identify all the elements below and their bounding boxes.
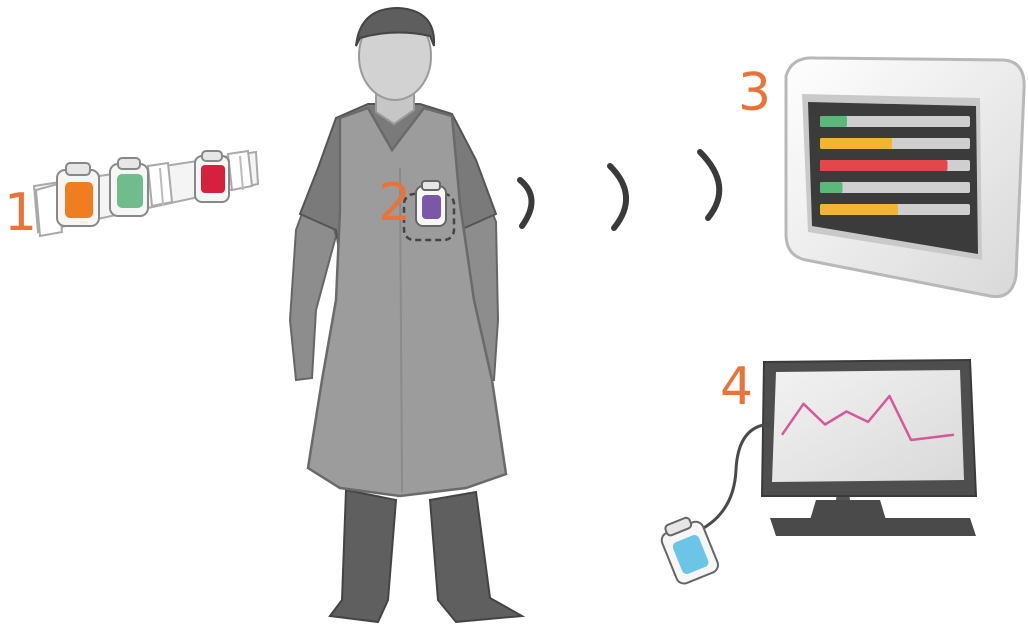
step-4-number: 4 [720,357,753,417]
step-2-number: 2 [378,173,411,233]
dosimeter-purple-icon [416,181,446,226]
step-1-number: 1 [4,183,37,243]
person-in-lead-apron-icon [290,8,522,622]
step-3-number: 3 [738,63,771,123]
step-2-group: 2 [290,8,522,622]
dosimeter-orange-icon [57,163,99,226]
tablet-bar-fill-yellow [820,204,898,215]
wireless-signal-icon [520,152,719,228]
tablet-bar-fill-yellow [820,138,892,149]
step-4-group: 4 [657,357,976,586]
tablet-bar-fill-green [820,182,843,193]
step-1-group: 1 [4,151,258,243]
signal-arc-1 [520,180,532,226]
dosimeter-red-icon [195,151,229,202]
display-tablet-icon [786,58,1024,297]
dosimeter-green-icon [110,158,148,216]
tablet-bar-fill-green [820,116,847,127]
desktop-monitor-icon [762,360,976,536]
signal-arc-2 [610,166,626,228]
tablet-bar-fill-red [820,160,948,171]
signal-arc-3 [700,152,719,218]
step-3-group: 3 [738,58,1024,297]
usb-cable [700,424,770,530]
